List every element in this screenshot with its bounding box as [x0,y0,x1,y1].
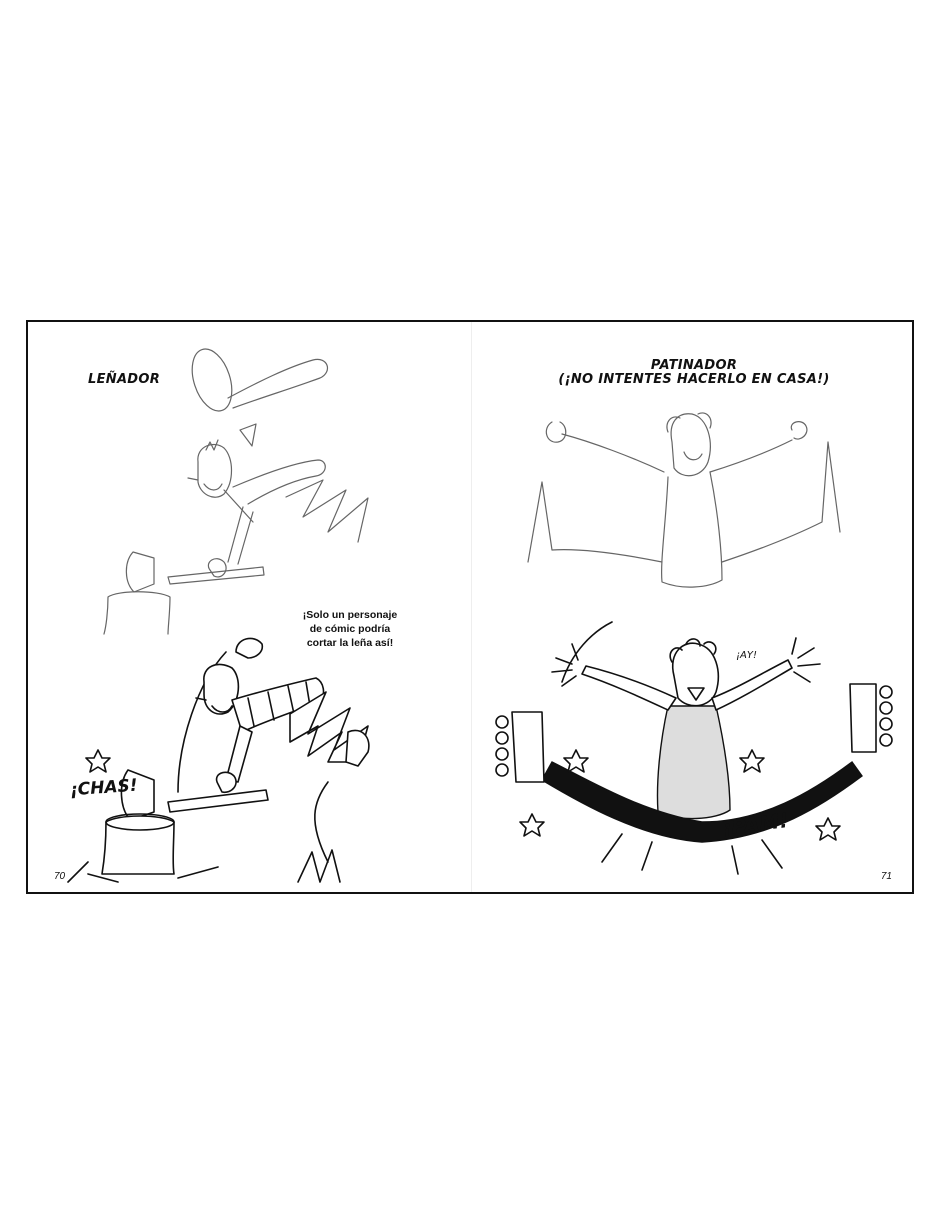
right-page: PATINADOR (¡NO INTENTES HACERLO EN CASA!… [472,322,916,892]
lumberjack-sketch [103,348,369,635]
caption: ¡Solo un personaje de cómic podría corta… [290,608,410,650]
caption-line: cortar la leña así! [306,637,394,649]
lumberjack-illustration [67,348,370,883]
page-number: 71 [880,871,892,882]
lumberjack-final [67,637,370,883]
caption-line: de cómic podría [309,623,391,635]
caption-line: ¡Solo un personaje [302,609,398,621]
skater-final [495,621,893,875]
page-title: PATINADOR [650,358,738,373]
page-title: LEÑADOR [88,372,161,387]
page-gutter [471,322,472,892]
sound-effect-ay: ¡AY! [736,650,757,661]
left-page: LEÑADOR ¡Solo un personaje de cómic podr… [28,322,472,892]
skater-illustration [495,412,893,875]
page-subtitle: (¡NO INTENTES HACERLO EN CASA!) [558,372,830,387]
book-spread: LEÑADOR ¡Solo un personaje de cómic podr… [26,320,914,894]
skater-sketch [527,412,841,588]
page-number: 70 [54,871,66,882]
